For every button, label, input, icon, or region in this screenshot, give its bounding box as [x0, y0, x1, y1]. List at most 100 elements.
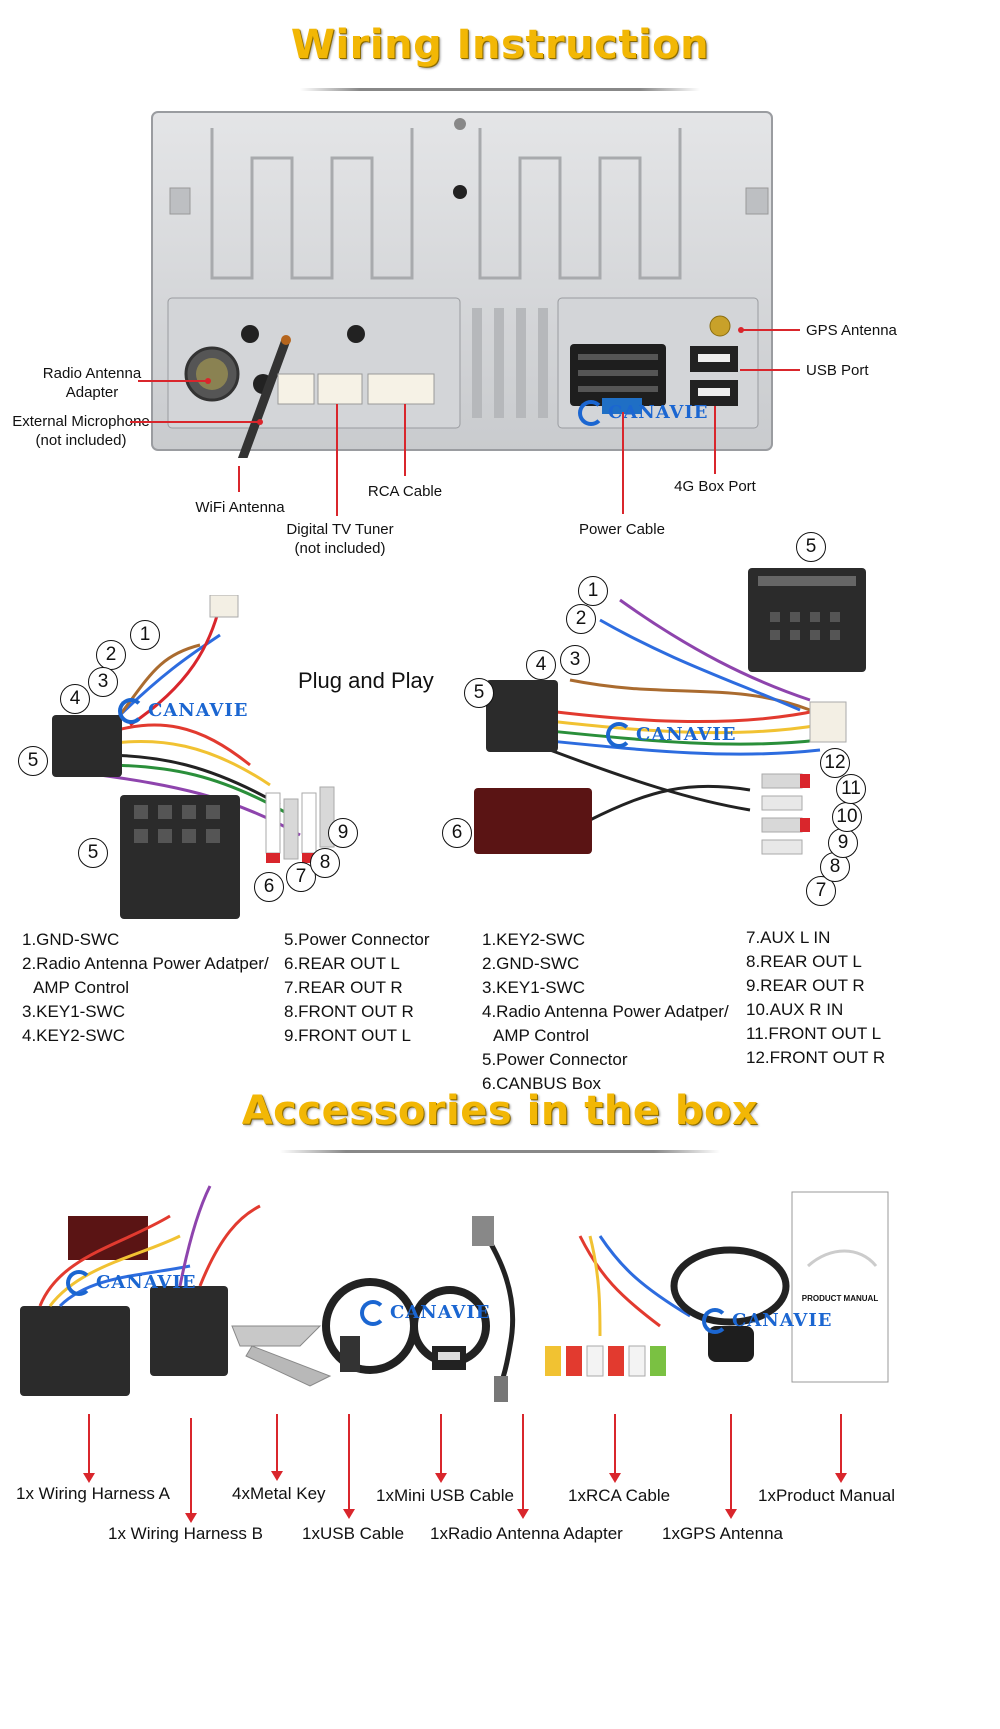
callout-b-5: 5 [464, 678, 494, 708]
pin-item: 2.GND-SWC [482, 954, 580, 973]
plug-and-play-title: Plug and Play [298, 668, 434, 693]
accessory-gps-antenna: 1xGPS Antenna [662, 1524, 783, 1543]
accessory-usb-cable: 1xUSB Cable [302, 1524, 405, 1543]
callout-b-2: 2 [566, 604, 596, 634]
pin-item: 6.REAR OUT L [284, 954, 400, 973]
pin-item: 9.REAR OUT R [746, 976, 865, 995]
pin-item: 1.KEY2-SWC [482, 930, 585, 949]
brand-swirl-icon [578, 400, 604, 426]
callout-b-7: 7 [806, 876, 836, 906]
arrow-gps-antenna [725, 1414, 737, 1519]
brand-swirl-icon [118, 698, 144, 724]
label-gps-antenna: GPS Antenna [806, 322, 897, 339]
pin-item: AMP Control [493, 1026, 590, 1045]
leader-microphone [130, 421, 260, 423]
callout-b-3: 3 [560, 645, 590, 675]
brand-watermark: CANAVIE [66, 1270, 197, 1296]
leader-dot [738, 327, 744, 333]
callout-a-4: 4 [60, 684, 90, 714]
callout-a-8: 8 [310, 848, 340, 878]
arrow-rca-cable [609, 1414, 621, 1483]
wiring-instruction-heading: Wiring Instruction [290, 22, 710, 68]
arrow-metal-key [271, 1414, 283, 1481]
label-wifi-antenna: WiFi Antenna [195, 499, 285, 516]
pin-item: 1.GND-SWC [22, 930, 120, 949]
accessory-wiring-harness-a: 1x Wiring Harness A [16, 1484, 170, 1503]
harness-b-pins-col2: 7.AUX L IN 8.REAR OUT L 9.REAR OUT R 10.… [746, 926, 885, 1070]
brand-swirl-icon [702, 1308, 728, 1334]
pin-item: 5.Power Connector [284, 930, 430, 949]
brand-watermark: CANAVIE [118, 698, 249, 724]
leader-rca [404, 404, 406, 476]
heading-divider [300, 88, 700, 91]
brand-swirl-icon [606, 722, 632, 748]
callout-b-12: 12 [820, 748, 850, 778]
leader-usb [740, 369, 800, 371]
label-usb-port: USB Port [806, 362, 869, 379]
pin-item: 6.CANBUS Box [482, 1074, 602, 1093]
leader-power [622, 412, 624, 514]
pin-item: AMP Control [33, 978, 130, 997]
brand-watermark: CANAVIE [578, 400, 709, 426]
label-digital-tv-tuner: Digital TV Tuner (not included) [286, 521, 394, 557]
label-external-microphone: External Microphone (not included) [12, 413, 150, 449]
pin-item: 4.Radio Antenna Power Adatper/ [482, 1002, 729, 1021]
wiring-harness-b-diagram [474, 568, 866, 855]
pin-item: 8.REAR OUT L [746, 952, 862, 971]
pin-item: 11.FRONT OUT L [746, 1024, 882, 1043]
leader-dot [205, 378, 211, 384]
leader-gps [740, 329, 800, 331]
callout-a-3: 3 [88, 667, 118, 697]
pin-item: 5.Power Connector [482, 1050, 628, 1069]
pin-item: 10.AUX R IN [746, 1000, 844, 1019]
pin-item: 8.FRONT OUT R [284, 1002, 414, 1021]
arrow-product-manual [835, 1414, 847, 1483]
leader-wifi [238, 466, 240, 492]
leader-4g [714, 406, 716, 474]
brand-swirl-icon [360, 1300, 386, 1326]
manual-cover-text: PRODUCT MANUAL [801, 1294, 879, 1303]
brand-watermark: CANAVIE [360, 1300, 491, 1326]
callout-a-5b: 5 [78, 838, 108, 868]
pin-item: 12.FRONT OUT R [746, 1048, 886, 1067]
pin-item: 7.REAR OUT R [284, 978, 403, 997]
harness-a-pins-col1: 1.GND-SWC 2.Radio Antenna Power Adatper/… [22, 928, 269, 1048]
pin-item: 9.FRONT OUT L [284, 1026, 411, 1045]
harness-b-pins-col1: 1.KEY2-SWC 2.GND-SWC 3.KEY1-SWC 4.Radio … [482, 928, 729, 1096]
callout-a-5: 5 [18, 746, 48, 776]
label-rca-cable: RCA Cable [367, 483, 443, 500]
harness-a-pins-col2: 5.Power Connector 6.REAR OUT L 7.REAR OU… [284, 928, 430, 1048]
brand-watermark: CANAVIE [702, 1308, 833, 1334]
accessory-rca-cable: 1xRCA Cable [568, 1486, 671, 1505]
wiring-harness-a-diagram [52, 595, 335, 919]
callout-b-4: 4 [526, 650, 556, 680]
leader-radio-antenna [138, 380, 208, 382]
label-power-cable: Power Cable [579, 521, 665, 538]
callout-a-6: 6 [254, 872, 284, 902]
callout-a-2: 2 [96, 640, 126, 670]
accessory-wiring-harness-b: 1x Wiring Harness B [108, 1524, 263, 1543]
accessory-mini-usb-cable: 1xMini USB Cable [376, 1486, 514, 1505]
brand-watermark: CANAVIE [606, 722, 737, 748]
callout-b-5b: 5 [796, 532, 826, 562]
callout-a-9: 9 [328, 818, 358, 848]
callout-b-10: 10 [832, 802, 862, 832]
arrow-radio-antenna-adapter [517, 1414, 529, 1519]
pin-item: 4.KEY2-SWC [22, 1026, 125, 1045]
arrow-mini-usb-cable [435, 1414, 447, 1483]
accessory-metal-key: 4xMetal Key [232, 1484, 326, 1503]
leader-dot [257, 419, 263, 425]
arrow-usb-cable [343, 1414, 355, 1519]
callout-b-9: 9 [828, 828, 858, 858]
accessory-product-manual: 1xProduct Manual [758, 1486, 896, 1505]
label-4g-box-port: 4G Box Port [674, 478, 756, 495]
accessories-photo-row [20, 1185, 889, 1402]
arrow-wiring-harness-a [83, 1414, 95, 1483]
head-unit-rear-panel [151, 111, 773, 458]
brand-swirl-icon [66, 1270, 92, 1296]
accessory-radio-antenna-adapter: 1xRadio Antenna Adapter [430, 1524, 623, 1543]
pin-item: 3.KEY1-SWC [482, 978, 585, 997]
pin-item: 7.AUX L IN [746, 928, 831, 947]
leader-tv-tuner [336, 404, 338, 516]
pin-item: 3.KEY1-SWC [22, 1002, 125, 1021]
